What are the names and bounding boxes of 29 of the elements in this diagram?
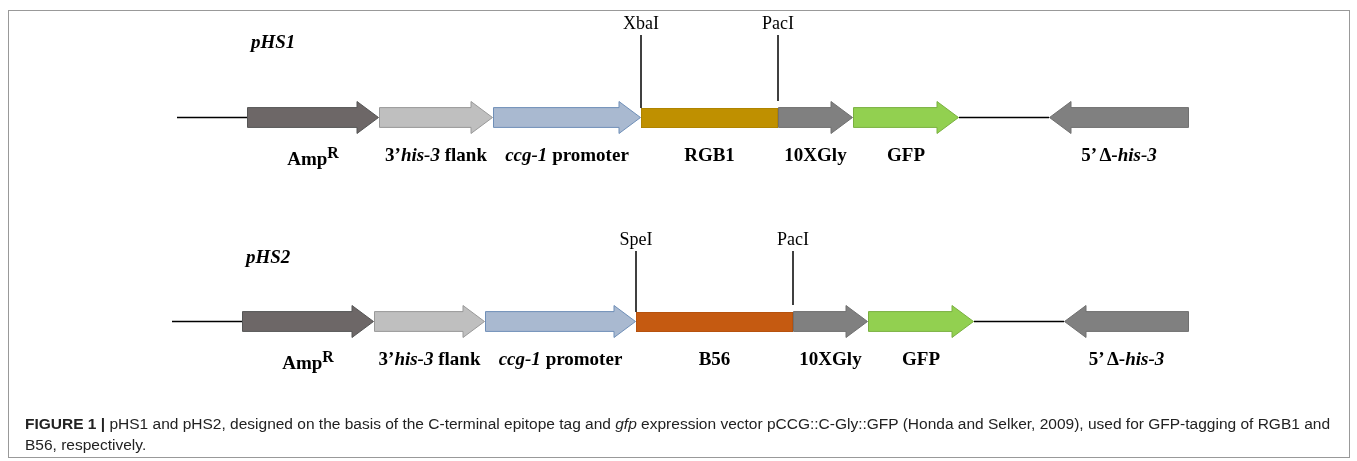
gene-label: RGB1 (684, 144, 735, 166)
gene-label: 10XGly (799, 348, 862, 370)
gene-label: B56 (698, 348, 731, 370)
gene-label: GFP (902, 348, 940, 370)
backbone-line (973, 320, 1065, 323)
gene-label: Amp$^{R}$ (287, 144, 339, 171)
gene-label: ccg-1 promoter (498, 348, 623, 370)
figure-caption: FIGURE 1 | pHS1 and pHS2, designed on the basis of the C-terminal epitope tag and gfp expression vector pCCG::C-Gly::GFP (Honda and Selker, 2009), used for GFP-tagging of RGB1 and B56, respectively. (25, 414, 1332, 455)
leader-line (635, 250, 637, 313)
gene-label: 3’his-3 flank (378, 348, 481, 370)
restriction-site-label: XbaI (623, 13, 659, 34)
gene-label: 5’ Δ-his-3 (1081, 144, 1157, 166)
backbone-line (958, 116, 1050, 119)
gene-label: Amp$^{R}$ (282, 348, 334, 375)
gene-label: 10XGly (784, 144, 847, 166)
restriction-site-label: SpeI (619, 229, 653, 250)
construct-name: pHS1 (251, 31, 296, 53)
backbone-line (176, 116, 248, 119)
restriction-site-label: PacI (762, 13, 794, 34)
leader-line (792, 250, 794, 306)
gene-label: ccg-1 promoter (505, 144, 629, 166)
gene-label: GFP (887, 144, 925, 166)
gene-label: 5’ Δ-his-3 (1088, 348, 1165, 370)
construct-name: pHS2 (246, 246, 291, 268)
leader-line (777, 34, 779, 102)
leader-line (640, 34, 642, 109)
backbone-line (171, 320, 243, 323)
restriction-site-label: PacI (777, 229, 809, 250)
gene-label: 3’his-3 flank (385, 144, 487, 166)
